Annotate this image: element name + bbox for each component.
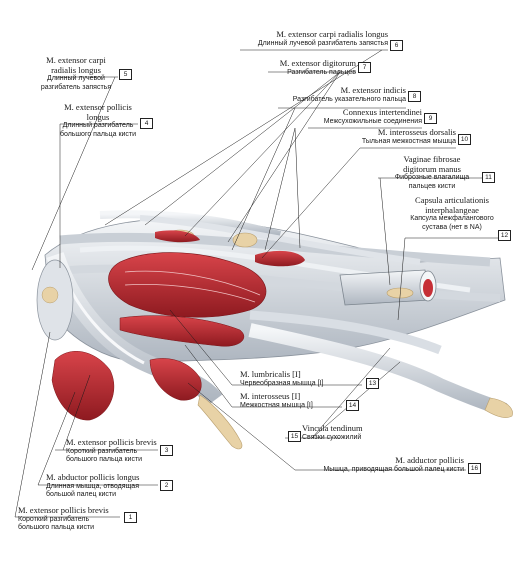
lower-finger-tendon — [248, 323, 508, 417]
callout-13: 13 — [366, 378, 379, 389]
callout-16: 16 — [468, 463, 481, 474]
callout-12: 12 — [498, 230, 511, 241]
label-9: Connexus intertendinei Межсухожильные со… — [323, 107, 422, 125]
leader-lines — [14, 49, 498, 518]
callout-4: 4 — [140, 118, 153, 129]
label-1: M. extensor pollicis brevis Короткий раз… — [18, 505, 109, 531]
label-8: M. extensor indicis Разгибатель указател… — [292, 85, 406, 103]
label-16: M. adductor pollicis Мышца, приводящая б… — [323, 455, 464, 473]
label-11: Vaginae fibrosae digitorum manus Фиброзн… — [394, 154, 470, 190]
label-5: M. extensor carpi radialis longus Длинны… — [40, 55, 112, 91]
callout-9: 9 — [424, 113, 437, 124]
label-13: M. lumbricalis [I] Червеобразная мышца [… — [240, 369, 324, 387]
cut-phalanx — [423, 279, 433, 297]
callout-1: 1 — [124, 512, 137, 523]
callout-2: 2 — [160, 480, 173, 491]
callout-8: 8 — [408, 91, 421, 102]
label-12: Capsula articulationis interphalangeae К… — [410, 195, 494, 231]
callout-6: 6 — [390, 40, 403, 51]
callout-10: 10 — [458, 134, 471, 145]
label-7: M. extensor digitorum Разгибатель пальце… — [279, 58, 356, 76]
fingertip — [484, 397, 513, 418]
thumb-muscle — [149, 358, 202, 401]
adductor-pollicis-muscle — [51, 351, 115, 421]
label-4: M. extensor pollicis longus Длинный разг… — [59, 102, 137, 138]
knuckle-1 — [232, 232, 258, 248]
label-15: Vincula tendinum Связки сухожилий — [302, 423, 363, 441]
callout-15: 15 — [288, 431, 301, 442]
fibrous-sheath — [339, 269, 431, 306]
callout-7: 7 — [358, 62, 371, 73]
extensor-indicis-muscle — [255, 250, 305, 267]
label-2: M. abductor pollicis longus Длинная мышц… — [46, 472, 140, 498]
callout-14: 14 — [346, 400, 359, 411]
extensor-indicis-tendon — [139, 215, 421, 265]
callout-3: 3 — [160, 445, 173, 456]
middle-finger-tendon — [249, 310, 442, 355]
label-6: M. extensor carpi radialis longus Длинны… — [257, 29, 388, 47]
label-3: M. extensor pollicis brevis Короткий раз… — [66, 437, 157, 463]
label-10: M. interosseus dorsalis Тыльная межкостн… — [361, 127, 456, 145]
dorsal-interosseous-muscle — [108, 252, 267, 318]
thumb-phalanx — [197, 394, 243, 450]
label-14: M. interosseus [I] Межкостная мышца [I] — [240, 391, 313, 409]
callout-11: 11 — [482, 172, 495, 183]
small-red-muscle — [155, 230, 200, 243]
callout-5: 5 — [119, 69, 132, 80]
lumbrical-muscle — [119, 315, 245, 347]
wrist-bone — [41, 286, 59, 304]
